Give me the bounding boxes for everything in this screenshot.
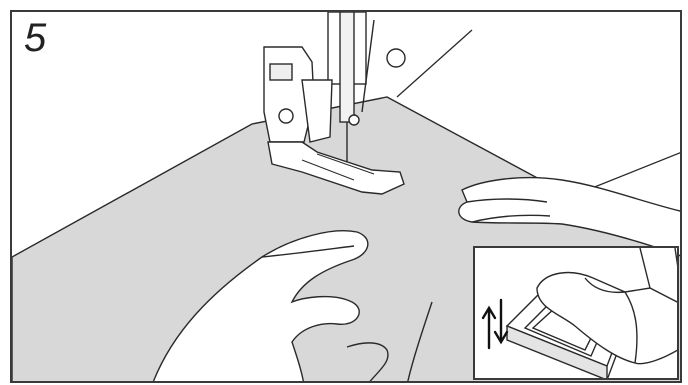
- up-down-arrows-icon: [483, 300, 507, 348]
- presser-foot-shank: [264, 47, 332, 142]
- foot-pedal-inset: [473, 246, 679, 380]
- step-number: 5: [24, 18, 46, 58]
- foot-pedal-scene: [475, 248, 679, 380]
